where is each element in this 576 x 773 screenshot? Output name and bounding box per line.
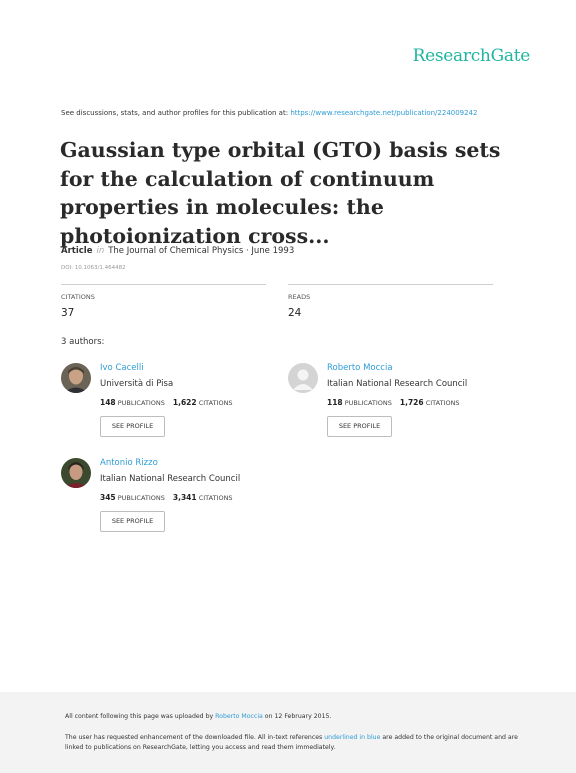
publications-label: PUBLICATIONS bbox=[344, 399, 392, 407]
see-profile-button[interactable]: SEE PROFILE bbox=[100, 511, 165, 532]
in-label: in bbox=[96, 246, 105, 256]
author-citations-count: 3,341 bbox=[172, 493, 197, 502]
citations-label: CITATIONS bbox=[425, 399, 460, 407]
author-citations-count: 1,726 bbox=[399, 398, 424, 407]
author-name-link[interactable]: Antonio Rizzo bbox=[100, 458, 158, 468]
see-profile-button[interactable]: SEE PROFILE bbox=[327, 416, 392, 437]
publication-url-link[interactable]: https://www.researchgate.net/publication… bbox=[290, 109, 478, 117]
author-name-link[interactable]: Roberto Moccia bbox=[327, 363, 393, 373]
author-stats: 345 PUBLICATIONS 3,341 CITATIONS bbox=[100, 493, 241, 502]
publications-label: PUBLICATIONS bbox=[117, 399, 165, 407]
see-profile-button[interactable]: SEE PROFILE bbox=[100, 416, 165, 437]
author-avatar[interactable] bbox=[288, 363, 318, 393]
author-avatar[interactable] bbox=[61, 458, 91, 488]
publication-title: Gaussian type orbital (GTO) basis sets f… bbox=[60, 138, 501, 248]
underlined-in-blue-link[interactable]: underlined in blue bbox=[324, 734, 381, 741]
placeholder-person-icon bbox=[288, 363, 318, 393]
author-stats: 148 PUBLICATIONS 1,622 CITATIONS bbox=[100, 398, 241, 407]
citations-label: CITATIONS bbox=[61, 293, 95, 301]
enhancement-suffix: are added to the original document and a… bbox=[65, 734, 518, 751]
author-card: Antonio Rizzo Italian National Research … bbox=[61, 458, 281, 534]
enhancement-prefix: The user has requested enhancement of th… bbox=[65, 734, 325, 741]
author-photo-icon bbox=[61, 458, 91, 488]
author-publications-count: 118 bbox=[327, 398, 343, 407]
author-citations-count: 1,622 bbox=[172, 398, 197, 407]
uploader-link[interactable]: Roberto Moccia bbox=[215, 713, 263, 720]
publications-label: PUBLICATIONS bbox=[117, 494, 165, 502]
reads-count: 24 bbox=[288, 307, 302, 319]
upload-prefix: All content following this page was uplo… bbox=[65, 713, 216, 720]
author-institution: Università di Pisa bbox=[100, 379, 174, 389]
upload-notice: All content following this page was uplo… bbox=[65, 713, 331, 720]
discussion-prefix: See discussions, stats, and author profi… bbox=[61, 109, 291, 117]
upload-suffix: on 12 February 2015. bbox=[262, 713, 332, 720]
footer: All content following this page was uplo… bbox=[0, 692, 576, 773]
author-institution: Italian National Research Council bbox=[327, 379, 468, 389]
author-publications-count: 148 bbox=[100, 398, 116, 407]
author-card: Roberto Moccia Italian National Research… bbox=[288, 363, 508, 439]
publication-type: Article bbox=[61, 246, 93, 256]
citations-label: CITATIONS bbox=[198, 399, 233, 407]
reads-label: READS bbox=[288, 293, 311, 301]
author-name-link[interactable]: Ivo Cacelli bbox=[100, 363, 144, 373]
citations-stat: CITATIONS 37 bbox=[61, 284, 266, 319]
author-institution: Italian National Research Council bbox=[100, 474, 241, 484]
author-stats: 118 PUBLICATIONS 1,726 CITATIONS bbox=[327, 398, 468, 407]
doi: DOI: 10.1063/1.464482 bbox=[61, 265, 126, 271]
researchgate-logo[interactable]: ResearchGate bbox=[412, 46, 531, 66]
author-publications-count: 345 bbox=[100, 493, 116, 502]
citations-count: 37 bbox=[61, 307, 75, 319]
author-card: Ivo Cacelli Università di Pisa 148 PUBLI… bbox=[61, 363, 281, 439]
authors-heading: 3 authors: bbox=[61, 337, 105, 347]
reads-stat: READS 24 bbox=[288, 284, 493, 319]
journal-info: The Journal of Chemical Physics · June 1… bbox=[108, 246, 295, 256]
citations-label: CITATIONS bbox=[198, 494, 233, 502]
author-avatar[interactable] bbox=[61, 363, 91, 393]
author-photo-icon bbox=[61, 363, 91, 393]
discussion-line: See discussions, stats, and author profi… bbox=[61, 109, 478, 117]
enhancement-notice: The user has requested enhancement of th… bbox=[65, 733, 535, 753]
